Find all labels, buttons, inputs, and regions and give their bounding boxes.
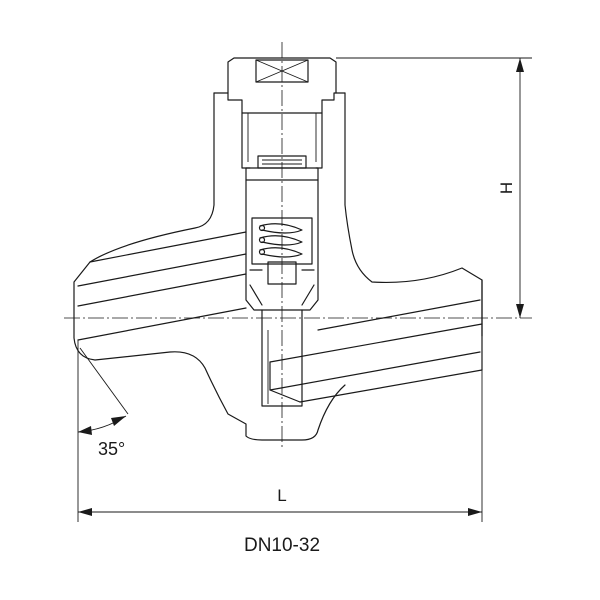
spring-coils [258,223,303,258]
dimension-l-label: L [277,486,286,505]
center-lines [64,42,532,448]
stem-cap [257,155,307,169]
outlet-passage [269,279,483,403]
stem-square-nut [255,59,309,83]
body-right-contour [344,92,483,337]
inlet-passage [77,231,247,341]
body-left-contour [73,92,346,441]
spring-chamber [251,217,313,265]
bonnet-outline [213,92,346,114]
size-range-caption: DN10-32 [244,535,320,556]
dimension-h: H [336,57,532,318]
seat-right [301,284,315,306]
bonnet-cavity-right [315,112,323,169]
angle-dimension: 35° [77,347,129,459]
seat-left [249,284,263,306]
disc-housing [245,179,319,311]
bonnet-top [227,57,337,94]
bonnet-cavity-left [241,112,251,169]
nut-cross-2 [255,59,309,83]
dimension-h-label: H [497,182,516,194]
dimension-l: L [77,340,483,522]
angle-label: 35° [98,439,125,459]
valve-body [73,57,483,441]
lower-bore [261,309,303,407]
valve-disc [267,261,297,285]
